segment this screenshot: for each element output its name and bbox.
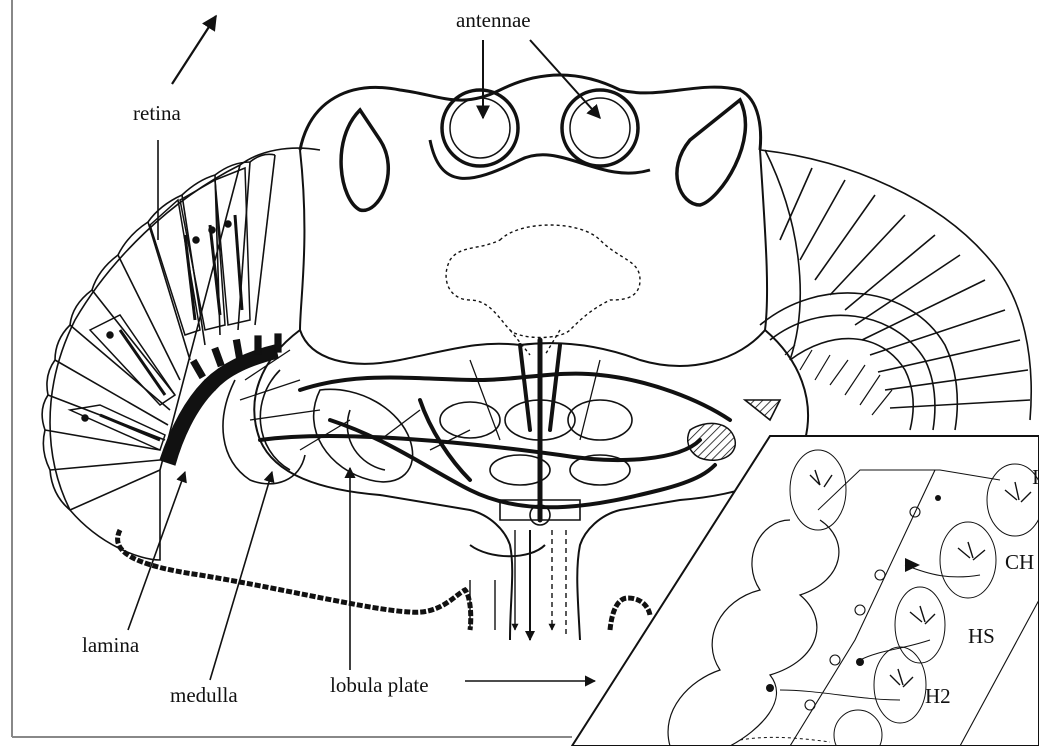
medulla-label: medulla bbox=[170, 685, 238, 706]
h2-label: H2 bbox=[925, 686, 951, 707]
right-eye-segments bbox=[745, 150, 1031, 430]
clipped-label: I bbox=[1032, 467, 1039, 488]
retina-label: retina bbox=[133, 103, 181, 124]
hs-label: HS bbox=[968, 626, 995, 647]
lamina-label: lamina bbox=[82, 635, 139, 656]
neck-connective-cable bbox=[118, 530, 471, 630]
ch-label: CH bbox=[1005, 552, 1034, 573]
retina-direction-arrow bbox=[172, 16, 216, 84]
antennae-label: antennae bbox=[456, 10, 531, 31]
outer-eye-segments bbox=[42, 148, 320, 560]
head-capsule bbox=[300, 75, 761, 210]
lobula-plate-label: lobula plate bbox=[330, 675, 429, 696]
left-antenna bbox=[442, 90, 518, 166]
optic-lobe-neuropils bbox=[223, 370, 632, 525]
neck-connective-cable-right bbox=[610, 598, 650, 630]
right-antenna bbox=[562, 90, 638, 166]
central-complex-dotted bbox=[446, 225, 640, 355]
inset-panel bbox=[572, 436, 1039, 746]
descending-axons bbox=[470, 530, 566, 640]
